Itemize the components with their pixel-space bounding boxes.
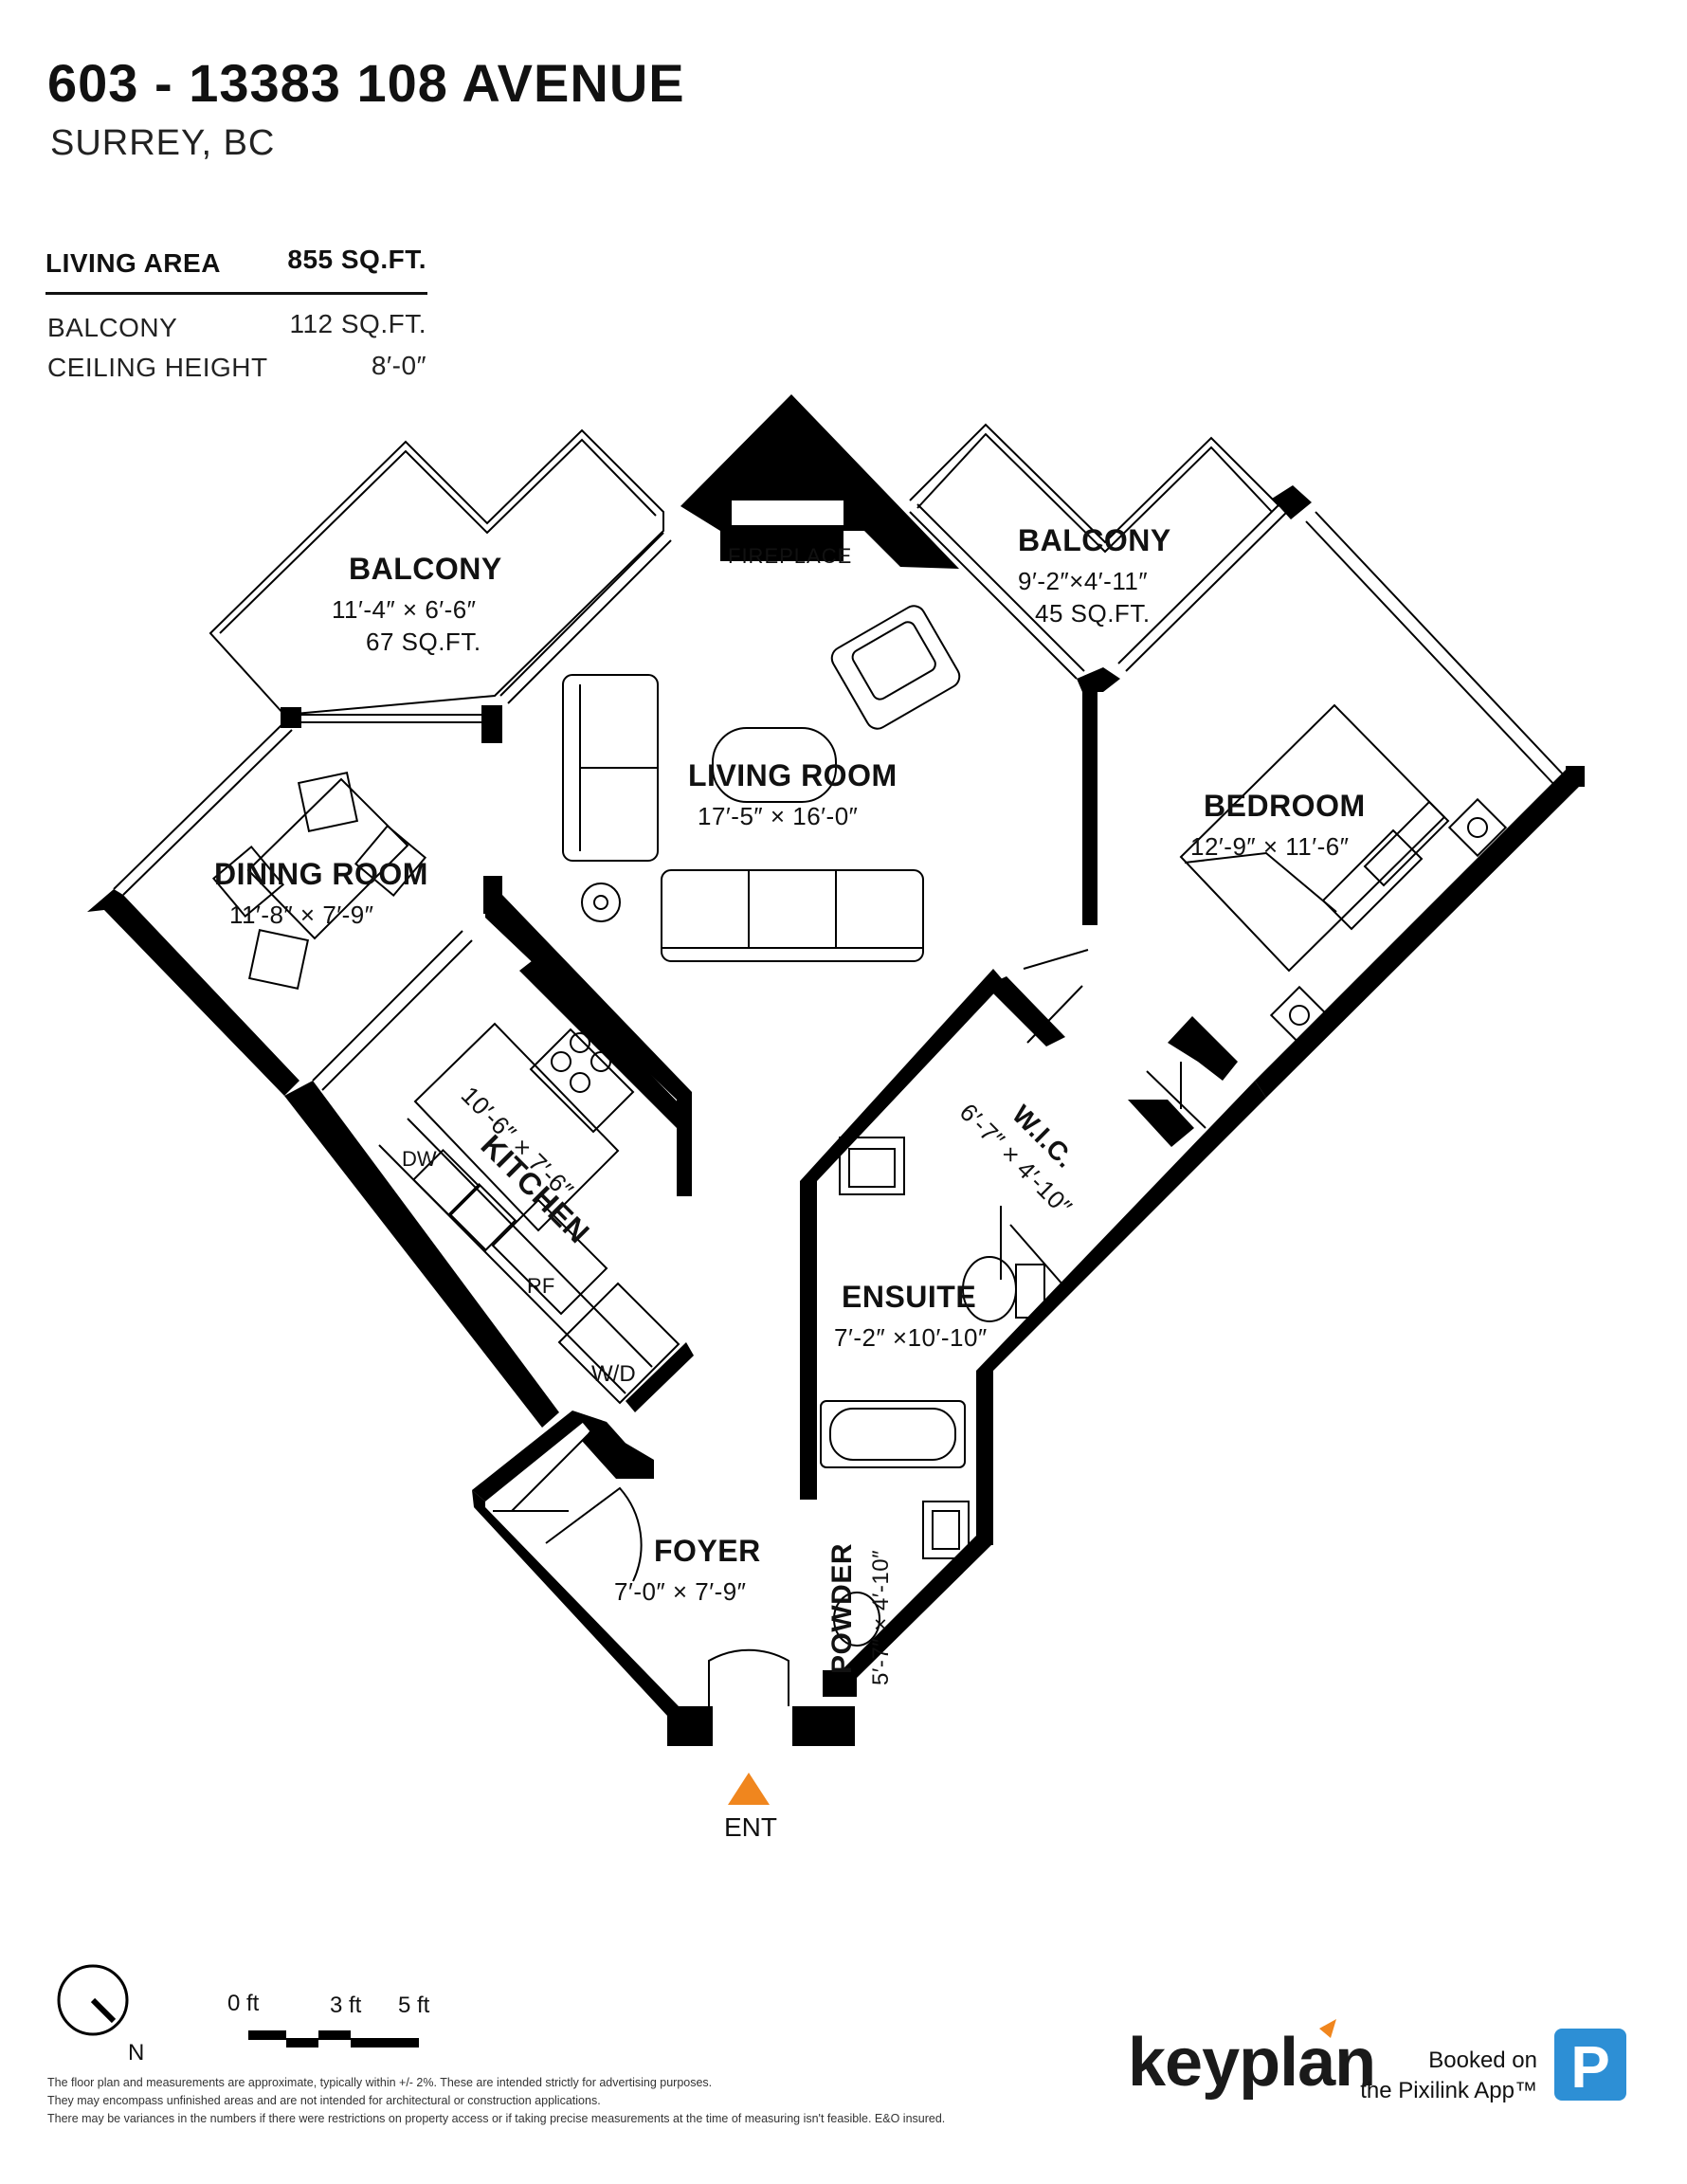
refrigerator-label: RF bbox=[527, 1274, 555, 1298]
powder-label: POWDER bbox=[826, 1543, 858, 1674]
fireplace-wall bbox=[680, 394, 959, 569]
pixilink-app-icon: P bbox=[1554, 2029, 1626, 2101]
foyer-dims: 7′-0″ × 7′-9″ bbox=[614, 1577, 747, 1606]
page-subtitle: SURREY, BC bbox=[50, 123, 276, 163]
ensuite-dims: 7′-2″ ×10′-10″ bbox=[834, 1323, 988, 1352]
entry-label: ENT bbox=[724, 1812, 777, 1842]
page-title: 603 - 13383 108 AVENUE bbox=[47, 53, 685, 113]
svg-text:P: P bbox=[1570, 2035, 1609, 2101]
keyplan-fox-icon bbox=[1319, 2019, 1336, 2038]
foyer-label: FOYER bbox=[654, 1534, 761, 1568]
bedroom-label: BEDROOM bbox=[1204, 789, 1366, 823]
keyplan-logo: keyplan bbox=[1128, 2025, 1376, 2101]
balcony-right-area: 45 SQ.FT. bbox=[1035, 599, 1151, 628]
balcony-left-area: 67 SQ.FT. bbox=[366, 628, 481, 656]
disclaimer: The floor plan and measurements are appr… bbox=[47, 2074, 1090, 2128]
scale-label-5: 5 ft bbox=[398, 1993, 430, 2018]
living-room-dims: 17′-5″ × 16′-0″ bbox=[698, 802, 859, 830]
scale-label-0: 0 ft bbox=[227, 1991, 260, 2016]
stats-divider bbox=[45, 292, 427, 295]
balcony-left-dims: 11′-4″ × 6′-6″ bbox=[332, 595, 477, 624]
balcony-label: BALCONY bbox=[47, 313, 178, 342]
north-compass-icon bbox=[57, 1964, 129, 2036]
disclaimer-line-2: They may encompass unfinished areas and … bbox=[47, 2094, 601, 2107]
bedroom-dims: 12′-9″ × 11′-6″ bbox=[1190, 832, 1350, 861]
balcony-right-label: BALCONY bbox=[1018, 523, 1171, 557]
dishwasher-label: DW bbox=[402, 1147, 437, 1171]
disclaimer-line-3: There may be variances in the numbers if… bbox=[47, 2112, 946, 2125]
dining-room-label: DINING ROOM bbox=[214, 857, 428, 891]
scale-bar bbox=[248, 2030, 419, 2048]
walls bbox=[87, 394, 1585, 1746]
ceiling-height-label: CEILING HEIGHT bbox=[47, 353, 268, 382]
entry-marker-icon bbox=[728, 1773, 770, 1805]
balcony-right-dims: 9′-2″×4′-11″ bbox=[1018, 567, 1149, 595]
balcony-value: 112 SQ.FT. bbox=[289, 309, 426, 338]
living-area-value: 855 SQ.FT. bbox=[287, 245, 426, 274]
ensuite-label: ENSUITE bbox=[842, 1280, 977, 1314]
scale-label-3: 3 ft bbox=[330, 1993, 362, 2018]
fireplace-label: FIREPLACE bbox=[728, 544, 853, 568]
booked-on-text: Booked on bbox=[1428, 2048, 1537, 2073]
north-label: N bbox=[128, 2040, 145, 2066]
balcony-left-outline bbox=[209, 428, 664, 717]
dining-room-dims: 11′-8″ × 7′-9″ bbox=[229, 901, 374, 929]
ceiling-height-value: 8′-0″ bbox=[371, 351, 426, 380]
balcony-right-outline bbox=[909, 423, 1280, 544]
disclaimer-line-1: The floor plan and measurements are appr… bbox=[47, 2076, 713, 2089]
washer-dryer-label: W/D bbox=[591, 1361, 636, 1387]
pixilink-app-text: the Pixilink App™ bbox=[1360, 2078, 1537, 2103]
powder-dims: 5′-7″ × 4′-10″ bbox=[868, 1549, 894, 1685]
living-room-label: LIVING ROOM bbox=[688, 758, 898, 792]
balcony-left-label: BALCONY bbox=[349, 552, 502, 586]
living-area-label: LIVING AREA bbox=[45, 248, 221, 278]
